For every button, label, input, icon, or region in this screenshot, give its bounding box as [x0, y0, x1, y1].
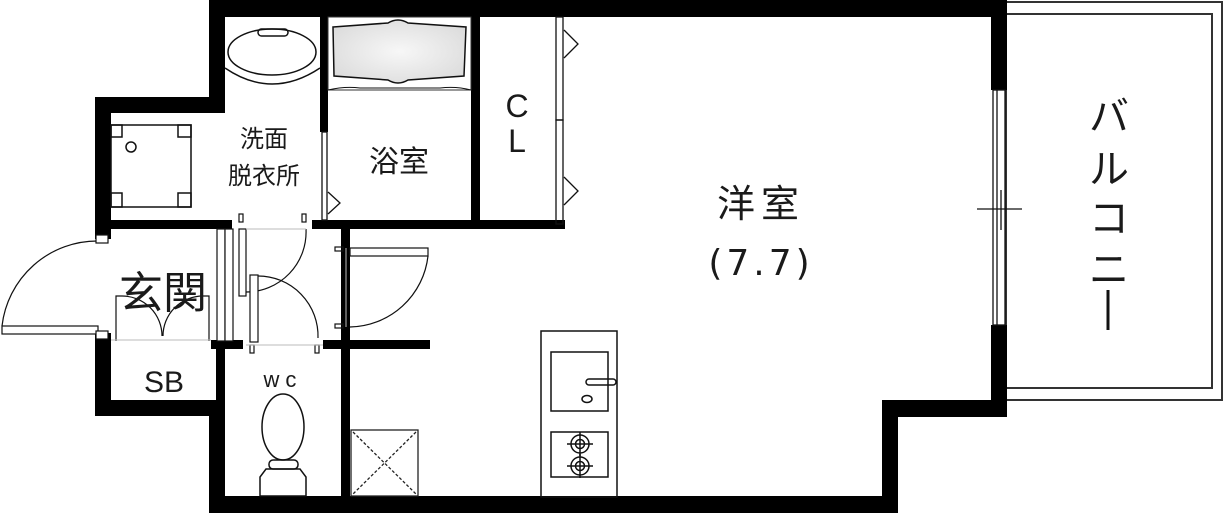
label-bathroom: 浴室	[369, 145, 429, 180]
svg-text:ル: ル	[1089, 147, 1129, 193]
closet-doors	[555, 16, 579, 225]
label-closet-c: C	[505, 88, 528, 124]
label-western-room-size: (7.7)	[708, 243, 813, 284]
stove-burner-icon	[567, 432, 593, 456]
fridge-space	[350, 429, 419, 497]
label-western-room: 洋室	[717, 182, 805, 226]
svg-text:ニ: ニ	[1089, 247, 1129, 293]
label-washroom-line2: 脱衣所	[228, 162, 300, 190]
label-washroom-line1: 洗面	[240, 125, 288, 153]
label-toilet: wc	[263, 367, 303, 392]
label-shoe-box: SB	[144, 366, 184, 399]
label-closet-l: L	[508, 123, 526, 159]
svg-text:コ: コ	[1089, 196, 1129, 242]
label-entrance: 玄関	[119, 268, 207, 319]
stove-burner-icon	[567, 454, 593, 478]
thresholds	[111, 228, 347, 346]
svg-text:バ: バ	[1089, 94, 1129, 140]
room-labels: 洗面 脱衣所 浴室 C L 洋室 (7.7) 玄関 SB wc バ ル コ ニ	[119, 88, 1129, 399]
bath-door-marker	[321, 131, 341, 221]
doors	[1, 213, 429, 354]
washbasin	[224, 28, 321, 85]
walls	[95, 0, 1007, 513]
balcony-window	[977, 89, 1022, 326]
label-balcony: バ ル コ ニ	[1089, 94, 1129, 330]
toilet-fixture	[259, 393, 307, 497]
bathtub	[327, 16, 472, 91]
kitchen-counter	[540, 330, 618, 498]
washing-machine-pan	[110, 124, 192, 208]
